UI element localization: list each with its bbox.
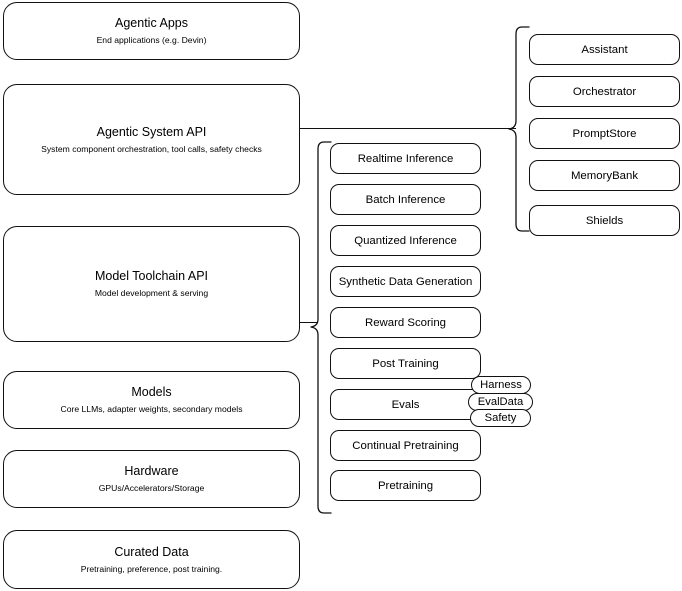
layer-models[interactable]: Models Core LLMs, adapter weights, secon… <box>3 371 300 429</box>
component-label: Orchestrator <box>572 85 637 98</box>
component-label: PromptStore <box>572 127 637 140</box>
layer-model-toolchain-api[interactable]: Model Toolchain API Model development & … <box>3 226 300 342</box>
pill-label: Harness <box>480 378 522 391</box>
layer-subtitle: Core LLMs, adapter weights, secondary mo… <box>60 404 243 414</box>
component-label: Continual Pretraining <box>352 439 459 452</box>
component-reward-scoring[interactable]: Reward Scoring <box>330 307 481 338</box>
layer-subtitle: Model development & serving <box>94 288 209 298</box>
brace-system-components <box>508 26 530 232</box>
brace-toolchain-components <box>310 141 332 514</box>
layer-title: Agentic System API <box>96 124 207 139</box>
connector-system-api-to-components <box>300 128 516 129</box>
pill-safety[interactable]: Safety <box>470 409 531 427</box>
component-promptstore[interactable]: PromptStore <box>529 118 680 149</box>
component-continual-pretraining[interactable]: Continual Pretraining <box>330 430 481 461</box>
component-batch-inference[interactable]: Batch Inference <box>330 184 481 215</box>
component-synthetic-data-generation[interactable]: Synthetic Data Generation <box>330 266 481 297</box>
layer-title: Agentic Apps <box>115 16 188 30</box>
component-label: Pretraining <box>377 479 434 492</box>
connector-toolchain-api-to-components <box>300 322 318 323</box>
layer-subtitle: End applications (e.g. Devin) <box>96 35 207 45</box>
layer-agentic-apps[interactable]: Agentic Apps End applications (e.g. Devi… <box>3 2 300 60</box>
component-label: Realtime Inference <box>357 152 454 165</box>
component-memorybank[interactable]: MemoryBank <box>529 160 680 191</box>
component-post-training[interactable]: Post Training <box>330 348 481 379</box>
layer-curated-data[interactable]: Curated Data Pretraining, preference, po… <box>3 530 300 589</box>
component-realtime-inference[interactable]: Realtime Inference <box>330 143 481 174</box>
pill-label: Safety <box>484 411 517 424</box>
layer-title: Hardware <box>124 464 179 478</box>
layer-title: Models <box>131 385 172 399</box>
pill-harness[interactable]: Harness <box>471 376 531 394</box>
pill-label: EvalData <box>477 395 524 408</box>
component-label: Shields <box>585 214 624 227</box>
layer-subtitle: System component orchestration, tool cal… <box>41 143 262 154</box>
layer-title: Curated Data <box>114 544 189 559</box>
component-label: MemoryBank <box>570 169 639 182</box>
layer-subtitle: Pretraining, preference, post training. <box>80 563 223 574</box>
component-quantized-inference[interactable]: Quantized Inference <box>330 225 481 256</box>
component-label: Batch Inference <box>365 193 446 206</box>
component-label: Evals <box>391 398 420 411</box>
layer-subtitle: GPUs/Accelerators/Storage <box>98 483 205 493</box>
component-evals[interactable]: Evals <box>330 389 481 420</box>
layer-agentic-system-api[interactable]: Agentic System API System component orch… <box>3 84 300 195</box>
pill-evaldata[interactable]: EvalData <box>468 393 533 411</box>
layer-title: Model Toolchain API <box>94 269 209 283</box>
component-label: Quantized Inference <box>354 234 457 247</box>
layer-hardware[interactable]: Hardware GPUs/Accelerators/Storage <box>3 450 300 508</box>
component-assistant[interactable]: Assistant <box>529 34 680 65</box>
component-label: Reward Scoring <box>364 316 447 329</box>
component-label: Post Training <box>372 357 439 370</box>
component-label: Assistant <box>581 43 628 56</box>
component-shields[interactable]: Shields <box>529 205 680 236</box>
component-orchestrator[interactable]: Orchestrator <box>529 76 680 107</box>
component-label: Synthetic Data Generation <box>338 275 473 288</box>
component-pretraining[interactable]: Pretraining <box>330 470 481 501</box>
